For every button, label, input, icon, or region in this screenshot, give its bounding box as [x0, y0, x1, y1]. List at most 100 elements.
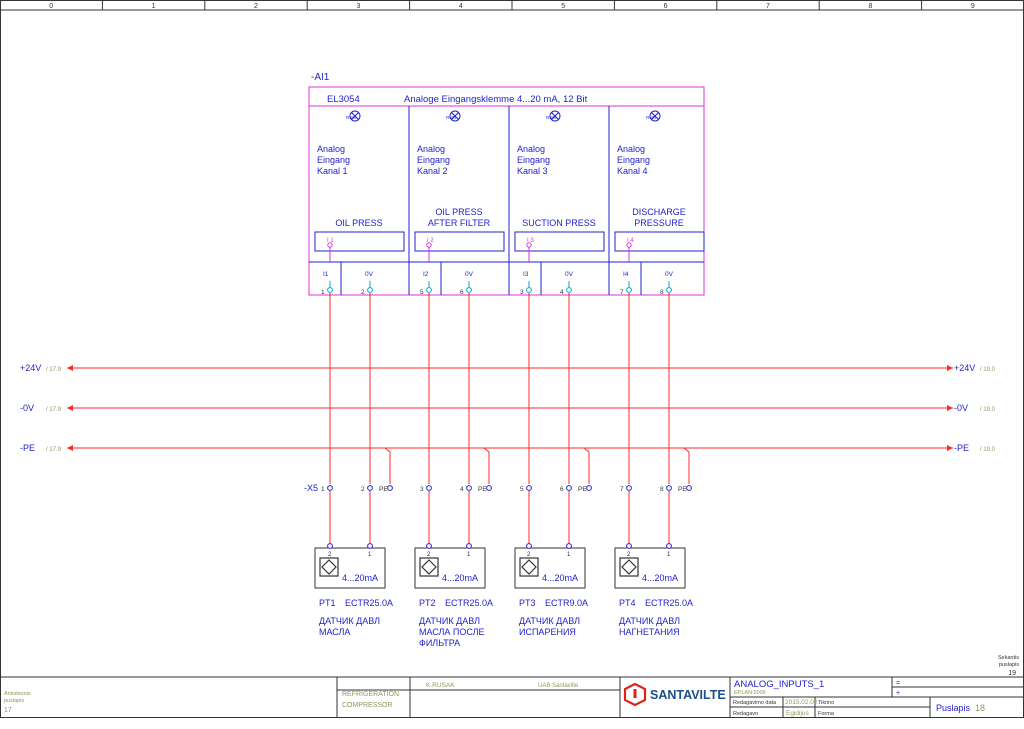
next-page-label-1: Sekantis	[998, 655, 1019, 661]
module-terminal-4[interactable]	[566, 287, 572, 293]
terminal-pe-label: PE	[678, 486, 687, 493]
terminal-x5[interactable]	[626, 485, 632, 491]
bus-0v[interactable]: -0V/ 17.9-0V/ 19.0	[20, 403, 996, 413]
terminal-x5[interactable]	[666, 485, 672, 491]
bus-ref-right[interactable]: / 19.0	[980, 367, 996, 373]
sensor-pin-label: 2	[527, 552, 531, 558]
signal-label-line-1: DISCHARGE	[632, 207, 686, 217]
channel-text-line-2: Eingang	[317, 155, 350, 165]
channel-text-line-1: Analog	[517, 144, 545, 154]
bus-arrow-left-icon	[67, 405, 73, 411]
channel-text-line-2: Eingang	[517, 155, 550, 165]
terminal-x5[interactable]	[327, 485, 333, 491]
input-link-dot	[526, 242, 532, 248]
pe-wire	[384, 447, 391, 484]
sensor-tag: PT2	[419, 598, 436, 608]
page-number: 18	[975, 703, 985, 713]
terminal-x5[interactable]	[566, 485, 572, 491]
terminal-x5[interactable]	[586, 485, 592, 491]
sensor-terminal[interactable]	[666, 543, 672, 549]
pin-label-zero: 0V	[665, 271, 674, 278]
bus-ref-left[interactable]: / 17.9	[46, 447, 62, 453]
drawing-title: ANALOG_INPUTS_1	[734, 679, 824, 690]
bus-ref-right[interactable]: / 19.0	[980, 407, 996, 413]
prev-page-number[interactable]: 17	[4, 707, 12, 714]
terminal-x5[interactable]	[426, 485, 432, 491]
module-terminal-7[interactable]	[626, 287, 632, 293]
sensor-terminal[interactable]	[426, 543, 432, 549]
channel-text-line-3: Kanal 1	[317, 166, 348, 176]
sensor-pin-label: 2	[328, 552, 332, 558]
bus-ref-right[interactable]: / 19.0	[980, 447, 996, 453]
signal-label-line-2: AFTER FILTER	[428, 218, 491, 228]
sensor-terminal[interactable]	[466, 543, 472, 549]
bus-pe[interactable]: -PE/ 17.9-PE/ 19.0	[20, 443, 996, 453]
sensor-terminal[interactable]	[367, 543, 373, 549]
next-page-number[interactable]: 19	[1008, 670, 1016, 677]
sensor-description-2: НАГНЕТАНИЯ	[619, 627, 680, 637]
sensor-description-1: ДАТЧИК ДАВЛ	[519, 616, 580, 626]
bus-24v[interactable]: +24V/ 17.9+24V/ 19.0	[20, 363, 996, 373]
channel-text-line-3: Kanal 4	[617, 166, 648, 176]
input-link-dot	[426, 242, 432, 248]
sensor-pin-label: 1	[567, 552, 571, 558]
module-terminal-6[interactable]	[466, 287, 472, 293]
bus-arrow-right-icon	[947, 365, 953, 371]
bus-ref-left[interactable]: / 17.9	[46, 407, 62, 413]
page-label: Puslapis	[936, 703, 971, 713]
module-terminal-8[interactable]	[666, 287, 672, 293]
pin-label-zero: 0V	[365, 271, 374, 278]
sensor-terminal[interactable]	[566, 543, 572, 549]
pin-number-in: 5	[420, 289, 424, 296]
bus-ref-left[interactable]: / 17.9	[46, 367, 62, 373]
column-number: 4	[459, 3, 463, 10]
terminal-x5[interactable]	[686, 485, 692, 491]
terminal-x5[interactable]	[466, 485, 472, 491]
module-description: Analoge Eingangsklemme 4...20 mA, 12 Bit	[404, 94, 588, 105]
run-led-cross	[651, 112, 659, 120]
channel-text-line-1: Analog	[317, 144, 345, 154]
location-sign: +	[896, 690, 900, 697]
sensor-description-1: ДАТЧИК ДАВЛ	[619, 616, 680, 626]
transducer-icon	[419, 557, 439, 577]
brand-name: SANTAVILTE	[650, 688, 726, 702]
terminal-x5[interactable]	[526, 485, 532, 491]
terminal-x5[interactable]	[367, 485, 373, 491]
sensor-terminal[interactable]	[626, 543, 632, 549]
terminal-number: 5	[520, 486, 524, 493]
sensor-model: ECTR25.0A	[345, 598, 393, 608]
sensor-pin-label: 2	[627, 552, 631, 558]
sensor-terminal[interactable]	[327, 543, 333, 549]
author: K.RUSAK	[426, 682, 455, 689]
column-number: 7	[766, 3, 770, 10]
sensor-terminal[interactable]	[526, 543, 532, 549]
bus-name-right: -PE	[954, 443, 969, 453]
pin-label-zero: 0V	[565, 271, 574, 278]
terminal-number: 4	[460, 486, 464, 493]
pe-wire	[683, 447, 690, 484]
terminal-x5[interactable]	[387, 485, 393, 491]
module-terminal-2[interactable]	[367, 287, 373, 293]
analog-input-module[interactable]: -AI1 EL3054 Analoge Eingangsklemme 4...2…	[308, 72, 705, 296]
run-led-cross	[551, 112, 559, 120]
module-terminal-1[interactable]	[327, 287, 333, 293]
input-id-box	[614, 231, 705, 252]
prev-page-label-2: puslapis	[4, 698, 24, 704]
module-terminal-5[interactable]	[426, 287, 432, 293]
sensor-pin-label: 1	[467, 552, 471, 558]
terminal-x5[interactable]	[486, 485, 492, 491]
module-terminal-3[interactable]	[526, 287, 532, 293]
